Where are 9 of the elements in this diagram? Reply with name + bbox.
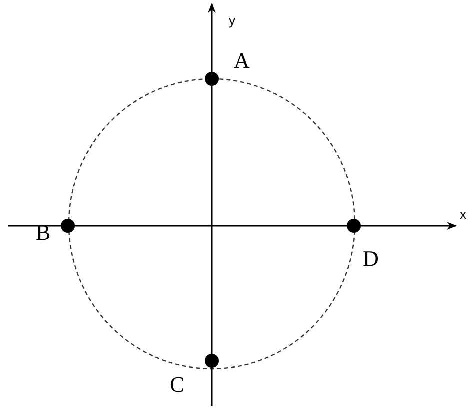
point-dot bbox=[61, 219, 75, 233]
point-dot bbox=[205, 354, 219, 368]
axis-label: y bbox=[229, 14, 236, 27]
point-dot bbox=[205, 72, 219, 86]
point-dot bbox=[347, 219, 361, 233]
axis-label: x bbox=[460, 208, 466, 221]
point-label: D bbox=[363, 248, 379, 270]
point-label: A bbox=[234, 50, 250, 72]
point-label: C bbox=[170, 374, 185, 396]
